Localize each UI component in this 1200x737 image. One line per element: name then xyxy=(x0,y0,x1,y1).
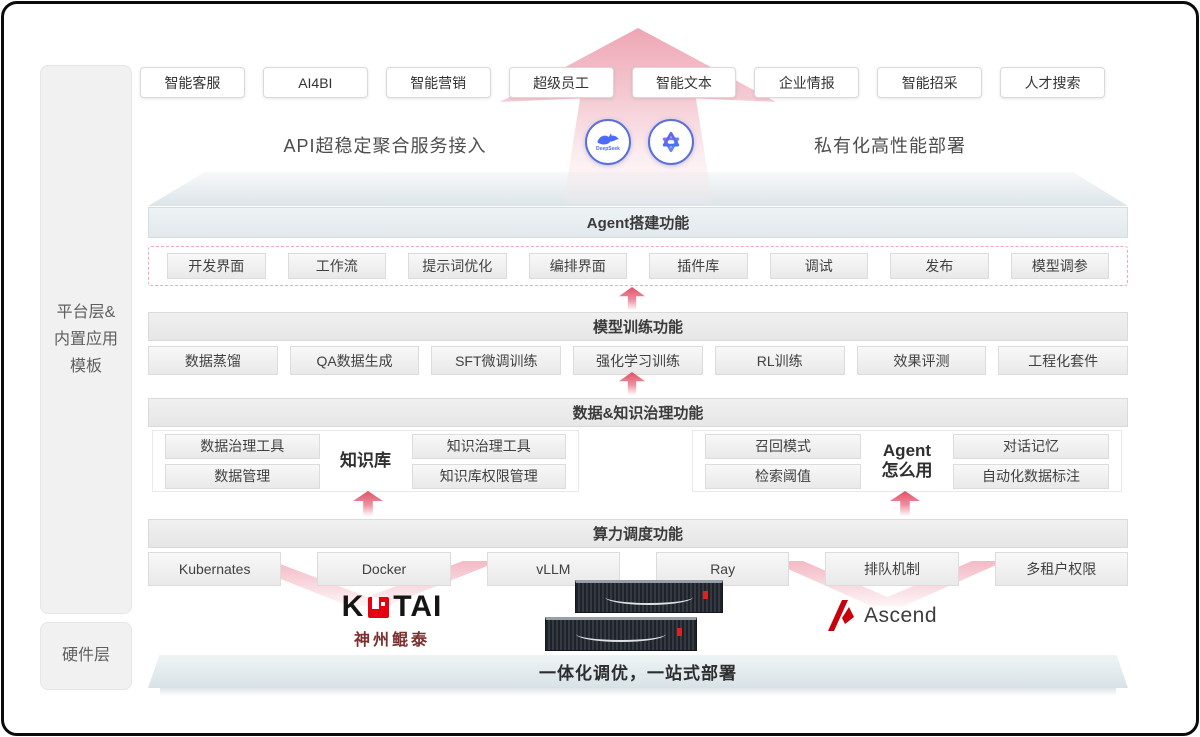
agent-tools-row: 开发界面 工作流 提示词优化 编排界面 插件库 调试 发布 模型调参 xyxy=(148,246,1128,286)
server-led xyxy=(703,591,708,599)
training-tools-row: 数据蒸馏 QA数据生成 SFT微调训练 强化学习训练 RL训练 效果评测 工程化… xyxy=(148,346,1129,375)
deepseek-wordmark: DeepSeek xyxy=(596,146,620,152)
agent-tool-workflow: 工作流 xyxy=(287,253,386,279)
app-box-talent-search: 人才搜索 xyxy=(1000,67,1105,98)
app-box-smart-text: 智能文本 xyxy=(631,67,737,98)
bottom-banner: 一体化调优，一站式部署 xyxy=(148,654,1128,688)
app-box-procurement: 智能招采 xyxy=(877,67,983,98)
hardware-layer-label: 硬件层 xyxy=(40,622,132,690)
up-arrow-icon xyxy=(619,287,645,310)
training-qa-gen: QA数据生成 xyxy=(289,346,420,375)
agent-tool-publish: 发布 xyxy=(890,253,989,279)
banner-shadow xyxy=(160,687,1116,696)
agent-usage-line1: Agent xyxy=(882,441,932,461)
kuntai-tai-letters: TAI xyxy=(393,590,443,623)
agent-tool-prompt-opt: 提示词优化 xyxy=(408,253,507,279)
ascend-wordmark: Ascend xyxy=(864,603,938,627)
qwen-logo-icon xyxy=(648,119,694,165)
kuntai-u-glyph-icon xyxy=(368,596,390,618)
platform-layer-line1: 平台层& xyxy=(56,303,116,321)
knowledge-right-col: 知识治理工具 知识库权限管理 xyxy=(411,433,566,489)
platform-layer-line2: 内置应用 xyxy=(53,330,118,348)
training-engineering-kit: 工程化套件 xyxy=(998,346,1129,375)
deepseek-logo-icon: DeepSeek xyxy=(585,119,631,165)
compute-docker: Docker xyxy=(317,552,451,586)
agent-usage-label: Agent 怎么用 xyxy=(861,441,953,480)
knowledge-governance-tool: 知识治理工具 xyxy=(411,433,566,459)
ascend-logo: Ascend xyxy=(828,600,937,631)
agent-build-bar: Agent搭建功能 xyxy=(148,207,1128,238)
app-box-marketing: 智能营销 xyxy=(385,67,491,98)
auto-data-labeling: 自动化数据标注 xyxy=(953,463,1109,489)
training-reinforcement: 强化学习训练 xyxy=(573,346,703,375)
app-box-customer-service: 智能客服 xyxy=(140,67,245,98)
agent-tool-dev-ui: 开发界面 xyxy=(167,253,266,279)
agent-tool-orchestration: 编排界面 xyxy=(528,253,627,279)
kb-permission-management: 知识库权限管理 xyxy=(411,463,566,489)
compute-multi-tenant: 多租户权限 xyxy=(994,552,1128,586)
server-led xyxy=(677,628,682,636)
data-management: 数据管理 xyxy=(165,463,320,489)
application-row: 智能客服 AI4BI 智能营销 超级员工 智能文本 企业情报 智能招采 人才搜索 xyxy=(140,67,1105,98)
hardware-layer-text: 硬件层 xyxy=(61,647,110,665)
compute-row: Kubernates Docker vLLM Ray 排队机制 多租户权限 xyxy=(148,552,1128,586)
training-sft: SFT微调训练 xyxy=(431,346,562,375)
ascend-a-icon xyxy=(828,600,854,631)
server-swoosh xyxy=(576,626,666,642)
whale-icon xyxy=(597,133,619,145)
agent-tool-debug: 调试 xyxy=(769,253,868,279)
up-arrow-icon xyxy=(353,491,383,516)
server-swoosh xyxy=(605,589,693,605)
recall-mode: 召回模式 xyxy=(705,433,861,459)
server-unit-bottom xyxy=(545,617,697,651)
agent-usage-left-col: 召回模式 检索阈值 xyxy=(705,433,861,489)
agent-usage-right-col: 对话记忆 自动化数据标注 xyxy=(953,433,1109,489)
server-unit-top xyxy=(575,580,723,613)
app-box-enterprise-intel: 企业情报 xyxy=(754,67,860,98)
knowledge-base-group: 数据治理工具 数据管理 知识库 知识治理工具 知识库权限管理 xyxy=(152,430,579,492)
compute-scheduling-bar: 算力调度功能 xyxy=(148,519,1128,548)
dialog-memory: 对话记忆 xyxy=(953,433,1109,459)
up-arrow-icon xyxy=(619,372,645,395)
kuntai-k-letter: K xyxy=(341,590,365,623)
retrieval-threshold: 检索阈值 xyxy=(705,463,861,489)
platform-layer-label: 平台层& 内置应用 模板 xyxy=(40,65,132,614)
platform-layer-line3: 模板 xyxy=(69,358,102,376)
knowledge-base-label: 知识库 xyxy=(340,451,391,471)
up-arrow-icon xyxy=(890,491,920,516)
agent-tool-model-tuning: 模型调参 xyxy=(1010,253,1109,279)
private-deploy-label: 私有化高性能部署 xyxy=(814,136,966,156)
agent-tool-plugin-lib: 插件库 xyxy=(649,253,748,279)
agent-usage-group: 召回模式 检索阈值 Agent 怎么用 对话记忆 自动化数据标注 xyxy=(692,430,1122,492)
compute-kubernetes: Kubernates xyxy=(148,552,282,586)
training-rl: RL训练 xyxy=(714,346,845,375)
knowledge-left-col: 数据治理工具 数据管理 xyxy=(165,433,320,489)
kuntai-logo: K TAI 神州鲲泰 xyxy=(312,590,472,650)
server-image xyxy=(545,578,723,654)
pinwheel-icon xyxy=(662,131,680,153)
model-training-bar: 模型训练功能 xyxy=(148,312,1128,341)
compute-queue-mechanism: 排队机制 xyxy=(825,552,959,586)
kuntai-chinese-name: 神州鲲泰 xyxy=(353,632,430,649)
app-box-ai4bi: AI4BI xyxy=(262,67,368,98)
data-governance-bar: 数据&知识治理功能 xyxy=(148,398,1128,427)
app-box-super-employee: 超级员工 xyxy=(508,67,614,98)
data-governance-tool: 数据治理工具 xyxy=(165,433,320,459)
api-access-label: API超稳定聚合服务接入 xyxy=(283,136,487,156)
training-distillation: 数据蒸馏 xyxy=(148,346,278,375)
training-evaluation: 效果评测 xyxy=(856,346,987,375)
agent-usage-line2: 怎么用 xyxy=(881,461,933,480)
